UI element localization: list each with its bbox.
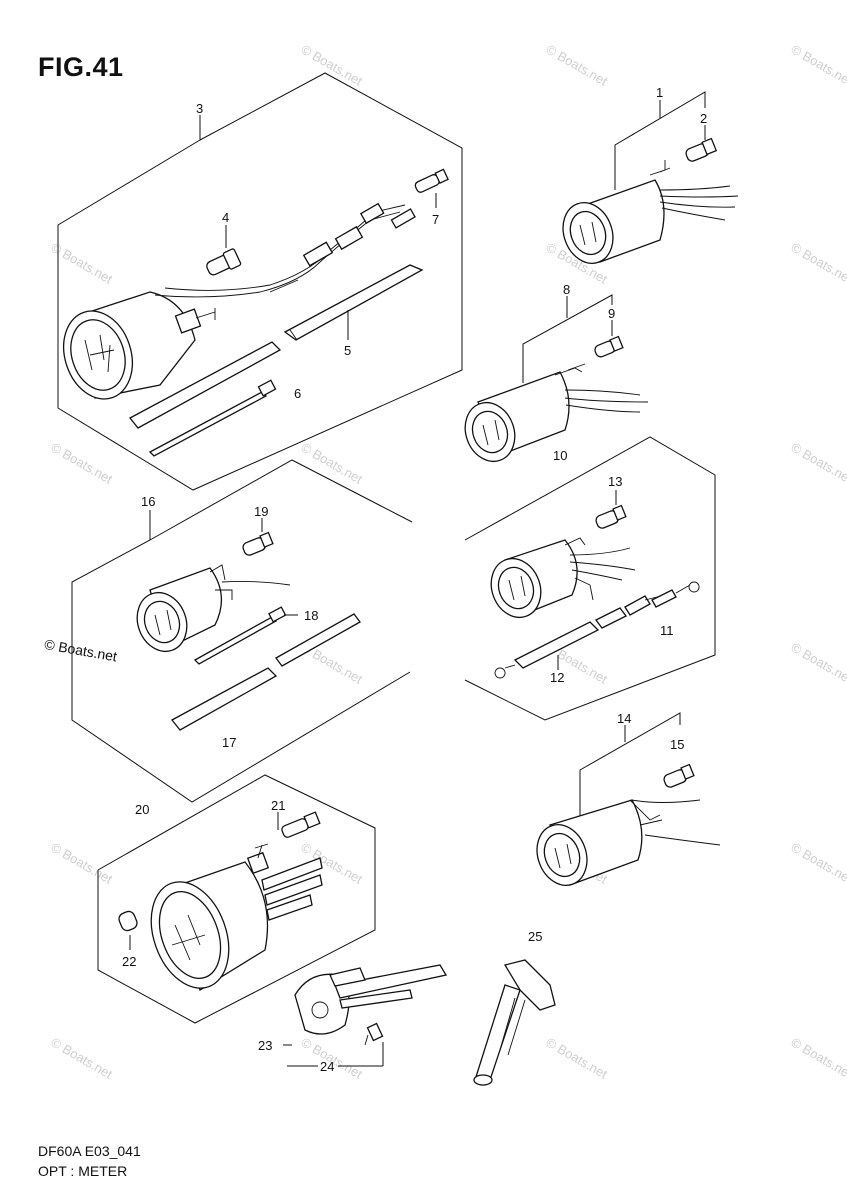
connector-21[interactable] (281, 811, 321, 838)
callout-14: 14 (617, 711, 631, 726)
watermark: © Boats.net (789, 840, 847, 887)
group-20-assembly (97, 774, 376, 1024)
group-14-frame (579, 712, 681, 818)
callout-21: 21 (271, 798, 285, 813)
callout-9: 9 (608, 306, 615, 321)
tachometer-gauge[interactable] (53, 291, 216, 408)
callout-19: 19 (254, 504, 268, 519)
callout-22: 22 (122, 954, 136, 969)
callout-7: 7 (432, 212, 439, 227)
callout-1: 1 (656, 85, 663, 100)
callout-13: 13 (608, 474, 622, 489)
group-16-assembly (71, 459, 413, 803)
callout-15: 15 (670, 737, 684, 752)
callout-23: 23 (258, 1038, 272, 1053)
callout-8: 8 (563, 282, 570, 297)
callout-4: 4 (222, 210, 229, 225)
bulb-socket-4[interactable] (205, 248, 242, 276)
callout-labels: 1 2 3 4 5 6 7 8 9 10 11 12 13 14 15 16 1… (122, 85, 707, 1074)
connector-7[interactable] (414, 168, 449, 193)
callout-16: 16 (141, 494, 155, 509)
watermark: © Boats.net (789, 640, 847, 687)
callout-6: 6 (294, 386, 301, 401)
group-3-frame (57, 72, 463, 491)
group-20-frame (97, 774, 376, 1024)
watermark: © Boats.net (544, 42, 611, 89)
watermark: © Boats.net (789, 240, 847, 287)
protective-tube-lower[interactable] (129, 341, 282, 429)
watermark: © Boats.net (544, 1035, 611, 1082)
bulb-socket-2[interactable] (685, 137, 718, 163)
watermark: © Boats.net (49, 440, 116, 487)
callout-17: 17 (222, 735, 236, 750)
screw-24[interactable] (364, 1022, 384, 1046)
gauge-10[interactable] (457, 363, 649, 468)
group-1-frame (614, 91, 706, 190)
group-8-frame (522, 294, 613, 383)
group-1-assembly (555, 91, 739, 270)
callout-11: 11 (660, 623, 674, 638)
callout-24: 24 (320, 1059, 334, 1074)
watermark: © Boats.net (789, 1035, 847, 1082)
switch-housing-23[interactable] (294, 964, 448, 1035)
callout-12: 12 (550, 670, 564, 685)
gauge-1[interactable] (555, 160, 739, 270)
group-3-assembly (53, 72, 463, 491)
bulb-socket-13[interactable] (595, 504, 627, 530)
wiring-harness[interactable] (154, 202, 416, 298)
bulb-socket-19[interactable] (242, 531, 274, 557)
bulb-socket-15[interactable] (663, 763, 695, 789)
gauge-16[interactable] (129, 564, 291, 658)
watermark: © Boats.net (299, 440, 366, 487)
watermark: © Boats.net (49, 240, 116, 287)
watermark: © Boats.net (49, 1035, 116, 1082)
watermark: © Boats.net (49, 840, 116, 887)
group-11-frame (464, 436, 716, 721)
group-11-assembly (464, 436, 716, 721)
sender-unit-25[interactable] (473, 959, 556, 1086)
protective-tube-17[interactable] (171, 613, 361, 731)
group-16-frame-top (149, 459, 413, 541)
cable-tie-6[interactable] (148, 379, 277, 457)
extension-harness-12[interactable] (494, 581, 700, 679)
cable-tie-18[interactable] (193, 606, 287, 665)
group-14-assembly (529, 712, 721, 892)
callout-18: 18 (304, 608, 318, 623)
figure-caption: OPT : METER (38, 1163, 128, 1179)
callout-25: 25 (528, 929, 542, 944)
figure-title: FIG.41 (38, 52, 124, 82)
callout-20: 20 (135, 802, 149, 817)
gauge-20[interactable] (137, 843, 323, 999)
bulb-socket-9[interactable] (593, 335, 624, 359)
model-code: DF60A E03_041 (38, 1143, 141, 1159)
gauge-14[interactable] (529, 799, 721, 892)
callout-3: 3 (196, 101, 203, 116)
gauge-11[interactable] (483, 537, 636, 624)
watermark: © Boats.net (789, 42, 847, 89)
callout-10: 10 (553, 448, 567, 463)
watermark: © Boats.net (789, 440, 847, 487)
callout-2: 2 (700, 111, 707, 126)
group-16-frame (71, 510, 411, 803)
bulb-22[interactable] (117, 910, 139, 933)
group-8-assembly (457, 294, 649, 468)
protective-tube-5[interactable] (283, 264, 424, 341)
callout-5: 5 (344, 343, 351, 358)
